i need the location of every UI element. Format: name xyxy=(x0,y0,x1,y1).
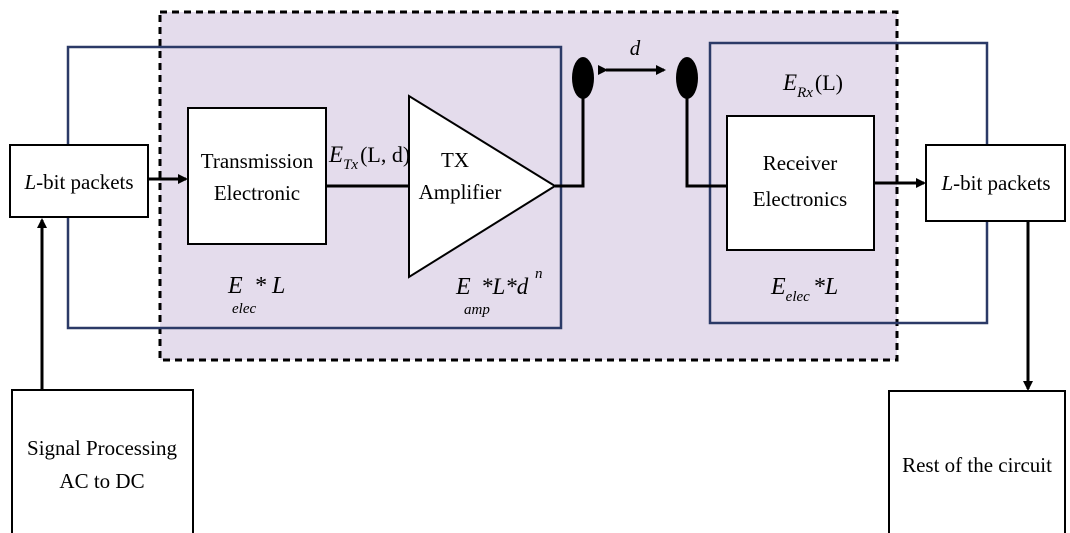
right-packets-box xyxy=(925,144,1066,222)
elec-tx-subscript: elec xyxy=(232,301,256,317)
left-packets-label: L-bit packets xyxy=(23,170,133,194)
amp-formula: E xyxy=(455,274,471,300)
transmission-line1: Transmission xyxy=(201,149,314,173)
elec-rx-formula: Eelec*L xyxy=(770,274,838,305)
transmission-box xyxy=(187,107,327,245)
transmission-line2: Electronic xyxy=(214,181,300,205)
left-packets-box xyxy=(9,144,149,218)
receiver-box xyxy=(726,115,875,251)
rest-circuit-label: Rest of the circuit xyxy=(902,453,1052,477)
distance-label: d xyxy=(630,36,641,60)
tx-antenna xyxy=(572,57,594,99)
line-amplifier-to-antenna xyxy=(555,96,585,188)
elec-tx-formula: E xyxy=(227,273,243,299)
right-packets-label: L-bit packets xyxy=(940,171,1050,195)
amp-formula-subscript: amp xyxy=(464,302,490,318)
receiver-line1: Receiver xyxy=(763,151,838,175)
rx-antenna xyxy=(676,57,698,99)
rx-energy-label: ERx(L) xyxy=(782,70,843,101)
tx-energy-label: ETx(L, d) xyxy=(328,142,410,173)
amp-formula-sup: n xyxy=(535,266,543,282)
amplifier-line2: Amplifier xyxy=(419,180,502,204)
signal-processing-line2: AC to DC xyxy=(59,469,144,493)
line-antenna-to-receiver xyxy=(685,96,727,188)
amplifier-line1: TX xyxy=(441,148,469,172)
signal-processing-line1: Signal Processing xyxy=(27,436,177,460)
elec-tx-star: * L xyxy=(254,273,285,299)
receiver-line2: Electronics xyxy=(753,187,847,211)
rest-circuit-box xyxy=(888,390,1066,533)
amp-formula-mid: *L*d xyxy=(481,274,529,299)
signal-processing-box xyxy=(11,389,194,533)
